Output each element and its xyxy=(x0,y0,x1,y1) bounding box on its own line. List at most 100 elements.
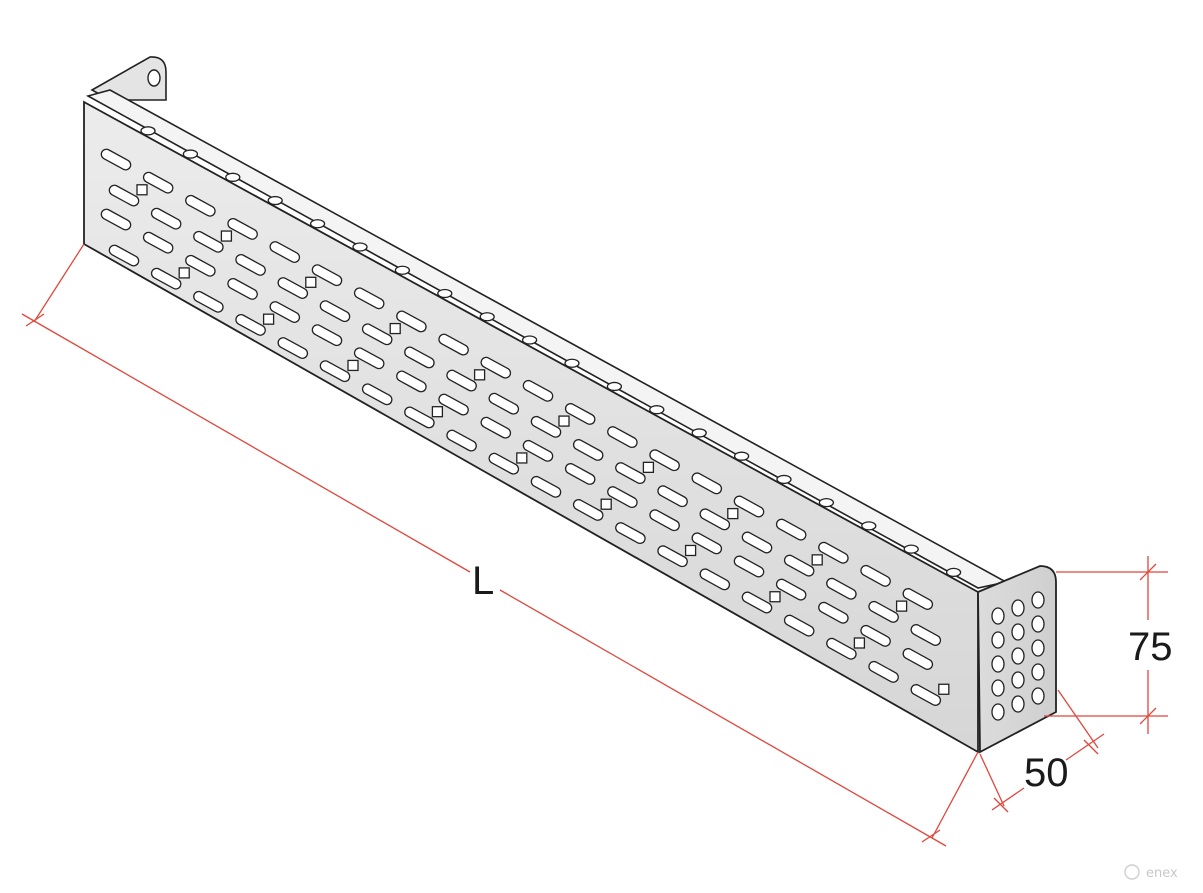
side-slot xyxy=(277,337,309,359)
length-dimension-line-a xyxy=(21,313,471,573)
square-hole xyxy=(431,406,444,418)
square-hole xyxy=(600,498,612,510)
top-hole xyxy=(225,172,241,182)
side-slot xyxy=(826,637,857,660)
side-slot xyxy=(193,290,224,313)
side-slot xyxy=(826,577,857,600)
square-hole xyxy=(473,369,486,381)
side-slot xyxy=(910,624,942,646)
top-hole xyxy=(352,242,368,252)
top-hole xyxy=(267,195,283,206)
side-slot xyxy=(657,485,688,508)
square-hole xyxy=(727,507,739,520)
top-hole xyxy=(861,521,877,531)
side-slot xyxy=(269,301,301,323)
side-slot xyxy=(783,614,815,637)
square-hole xyxy=(136,184,148,196)
top-hole xyxy=(140,126,156,136)
side-slot xyxy=(142,231,174,254)
height-tick-bottom xyxy=(1139,707,1157,725)
top-hole xyxy=(733,451,750,461)
side-slot xyxy=(868,660,899,683)
depth-label: 50 xyxy=(1024,751,1069,795)
end-hole xyxy=(991,679,1005,697)
side-slot xyxy=(185,254,216,277)
top-hole xyxy=(394,265,411,275)
side-slot xyxy=(530,475,562,498)
top-hole xyxy=(818,498,835,508)
square-hole xyxy=(305,276,317,288)
side-slot xyxy=(860,624,891,647)
side-slot xyxy=(691,472,723,495)
side-slot xyxy=(227,217,258,240)
left-flange-hole xyxy=(147,69,161,87)
side-slot xyxy=(741,591,773,614)
end-hole xyxy=(1031,615,1045,633)
side-slot xyxy=(396,370,427,393)
top-hole xyxy=(437,288,453,299)
top-hole xyxy=(182,149,199,159)
end-hole xyxy=(1031,591,1045,609)
side-slot xyxy=(353,287,385,310)
length-extension-right xyxy=(931,751,979,839)
top-hole xyxy=(606,381,623,392)
side-slot xyxy=(649,509,680,532)
side-slot xyxy=(818,601,849,624)
side-slot xyxy=(108,184,140,207)
side-slot xyxy=(741,531,773,554)
side-slot xyxy=(775,518,807,541)
side-slot xyxy=(235,313,266,336)
side-slot xyxy=(868,600,899,623)
side-slot xyxy=(108,244,140,267)
side-slot xyxy=(699,568,731,591)
top-hole xyxy=(903,544,919,554)
side-slot xyxy=(783,554,815,577)
side-slot xyxy=(572,499,604,521)
side-slot xyxy=(404,406,435,429)
square-hole xyxy=(220,230,233,242)
side-perforation-pattern xyxy=(100,148,950,706)
side-slot xyxy=(902,648,934,670)
side-slot xyxy=(438,393,469,416)
side-slot xyxy=(150,267,182,290)
side-slot xyxy=(733,495,765,518)
end-hole xyxy=(1011,695,1025,713)
top-hole xyxy=(776,474,792,485)
square-hole xyxy=(895,600,908,612)
square-hole xyxy=(347,359,359,372)
side-slot xyxy=(193,230,224,253)
side-slot xyxy=(902,588,934,610)
side-slot xyxy=(564,463,596,485)
square-hole xyxy=(811,554,823,566)
depth-tick-left xyxy=(993,797,1009,813)
side-slot xyxy=(530,415,562,438)
side-slot xyxy=(572,439,604,461)
side-slot xyxy=(100,208,132,231)
side-slot xyxy=(446,429,477,452)
side-slot xyxy=(319,300,351,323)
end-hole xyxy=(1011,671,1025,689)
side-slot xyxy=(733,555,765,578)
top-hole xyxy=(691,428,707,438)
depth-extension-left xyxy=(979,753,1005,807)
side-slot xyxy=(691,532,723,555)
square-hole xyxy=(389,322,401,335)
side-slot xyxy=(311,264,343,287)
side-slot xyxy=(353,347,385,370)
top-hole xyxy=(564,358,580,368)
end-hole xyxy=(991,631,1005,649)
side-slot xyxy=(269,241,301,263)
watermark: enex xyxy=(1124,864,1178,881)
side-slot xyxy=(311,324,343,347)
end-hole xyxy=(1011,599,1025,617)
top-hole xyxy=(521,335,538,345)
top-hole xyxy=(945,567,962,578)
side-slot xyxy=(488,452,520,475)
side-slot xyxy=(150,207,182,230)
top-hole xyxy=(649,405,665,415)
top-hole xyxy=(309,219,326,229)
left-end-flange xyxy=(90,56,167,101)
side-slot xyxy=(615,522,646,545)
side-slot xyxy=(818,541,849,564)
